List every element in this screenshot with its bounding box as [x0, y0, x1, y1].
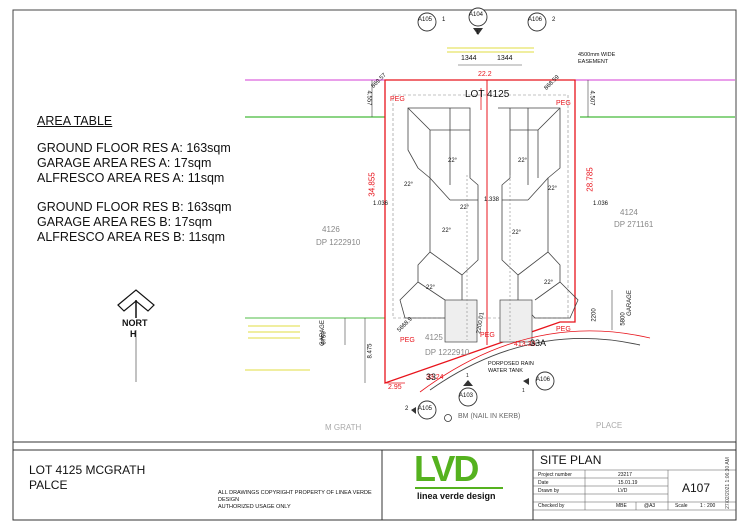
ref-arrow-icon — [411, 407, 416, 414]
kerb-line — [429, 337, 641, 391]
lot-boundary — [384, 79, 576, 384]
area-row: GROUND FLOOR RES A: 163sqm — [37, 141, 231, 155]
area-row: ALFRESCO AREA RES A: 11sqm — [37, 171, 225, 185]
area-row: GARAGE AREA RES B: 17sqm — [37, 215, 213, 229]
dimension-lines — [245, 47, 534, 371]
title-block — [12, 441, 737, 521]
garage-a — [444, 299, 478, 343]
bm-marker-icon — [444, 414, 452, 422]
ref-arrow-icon — [463, 380, 473, 386]
garage-b — [499, 299, 533, 343]
area-row: GARAGE AREA RES A: 17sqm — [37, 156, 212, 170]
sheet-border — [12, 9, 737, 521]
logo-bar — [415, 487, 503, 489]
area-row: ALFRESCO AREA RES B: 11sqm — [37, 230, 226, 244]
area-table-title: AREA TABLE — [37, 114, 113, 128]
setback-line — [392, 94, 569, 319]
dim-lines — [344, 64, 613, 383]
area-table: AREA TABLE GROUND FLOOR RES A: 163sqm GA… — [37, 114, 232, 245]
ref-arrow-icon — [523, 378, 529, 385]
area-row: GROUND FLOOR RES B: 163sqm — [37, 200, 232, 214]
ref-arrow-icon — [473, 28, 483, 35]
residence-a-roof — [399, 107, 479, 319]
ref-callouts — [417, 7, 555, 420]
residence-b-roof — [498, 107, 579, 319]
